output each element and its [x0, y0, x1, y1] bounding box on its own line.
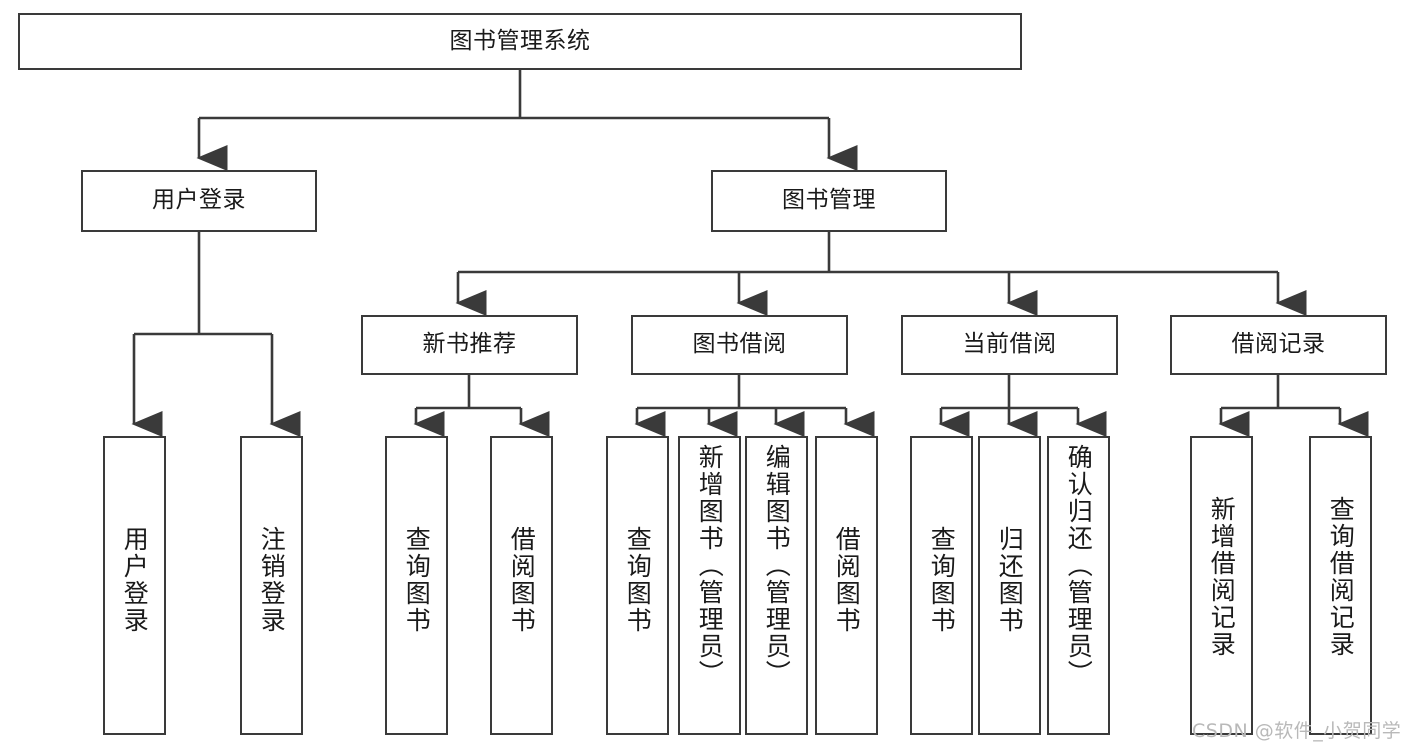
node-label: 查询图书	[927, 526, 957, 634]
node-new-book-recommend[interactable]: 新书推荐	[361, 315, 578, 375]
node-root-system[interactable]: 图书管理系统	[18, 13, 1022, 70]
leaf-add-book[interactable]: 新增图书（管理员）	[678, 436, 741, 735]
node-label: 查询借阅记录	[1326, 496, 1356, 658]
leaf-borrow-book[interactable]: 借阅图书	[815, 436, 878, 735]
node-label: 用户登录	[152, 187, 246, 214]
leaf-user-login[interactable]: 用户登录	[103, 436, 166, 735]
node-label: 图书借阅	[692, 331, 787, 358]
node-user-login[interactable]: 用户登录	[81, 170, 317, 232]
leaf-query-book-borrow[interactable]: 查询图书	[606, 436, 669, 735]
node-current-borrow[interactable]: 当前借阅	[901, 315, 1118, 375]
node-borrow-record[interactable]: 借阅记录	[1170, 315, 1387, 375]
node-book-manage[interactable]: 图书管理	[711, 170, 947, 232]
node-label: 图书管理	[782, 187, 876, 214]
node-label: 新书推荐	[422, 331, 517, 358]
node-book-borrow[interactable]: 图书借阅	[631, 315, 848, 375]
node-label: 借阅记录	[1231, 331, 1326, 358]
node-label: 借阅图书	[832, 526, 862, 634]
leaf-logout-login[interactable]: 注销登录	[240, 436, 303, 735]
node-label: 新增图书（管理员）	[695, 444, 725, 687]
node-label: 用户登录	[120, 526, 150, 634]
leaf-return-book[interactable]: 归还图书	[978, 436, 1041, 735]
leaf-query-book-current[interactable]: 查询图书	[910, 436, 973, 735]
leaf-query-book-recommend[interactable]: 查询图书	[385, 436, 448, 735]
node-label: 注销登录	[257, 526, 287, 634]
leaf-query-borrow-record[interactable]: 查询借阅记录	[1309, 436, 1372, 735]
node-label: 图书管理系统	[449, 27, 591, 54]
node-label: 归还图书	[995, 526, 1025, 634]
leaf-edit-book[interactable]: 编辑图书（管理员）	[745, 436, 808, 735]
node-label: 当前借阅	[962, 331, 1057, 358]
node-label: 查询图书	[623, 526, 653, 634]
leaf-confirm-return[interactable]: 确认归还（管理员）	[1047, 436, 1110, 735]
node-label: 新增借阅记录	[1207, 496, 1237, 658]
node-label: 查询图书	[402, 526, 432, 634]
node-label: 借阅图书	[507, 526, 537, 634]
leaf-add-borrow-record[interactable]: 新增借阅记录	[1190, 436, 1253, 735]
leaf-borrow-book-recommend[interactable]: 借阅图书	[490, 436, 553, 735]
node-label: 确认归还（管理员）	[1064, 444, 1094, 687]
node-label: 编辑图书（管理员）	[762, 444, 792, 687]
